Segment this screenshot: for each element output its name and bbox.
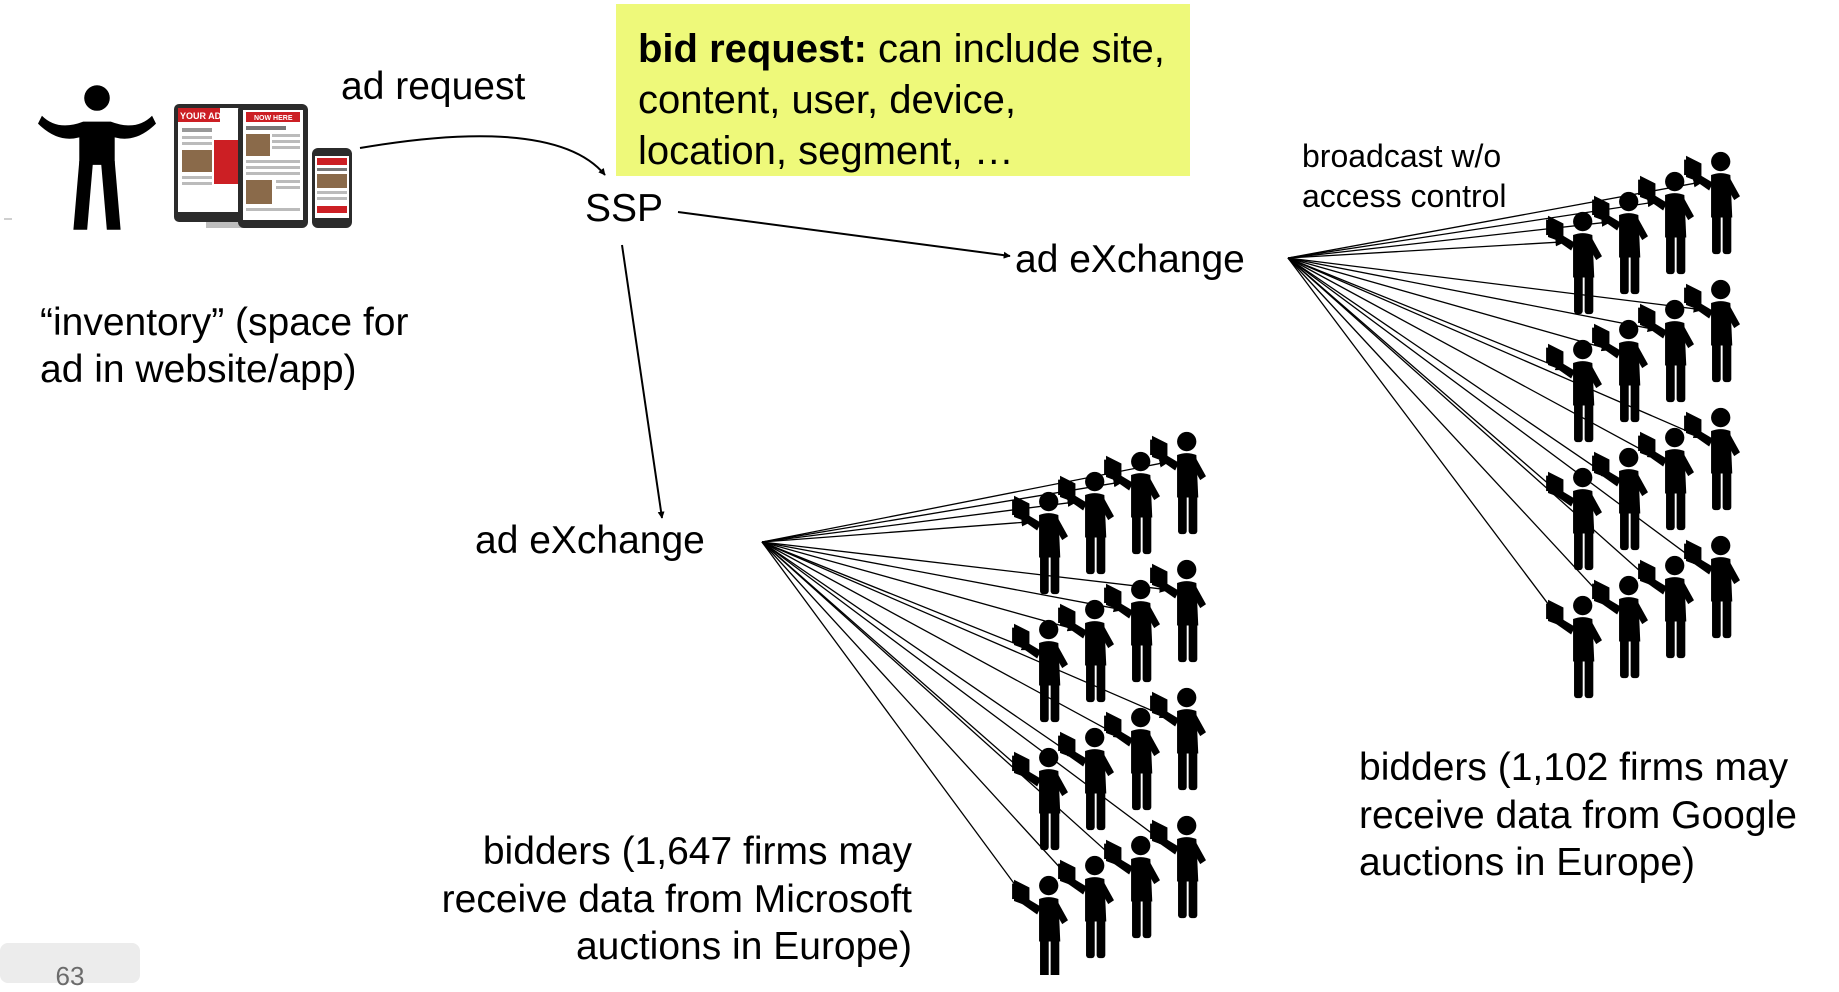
- connector-arrows: [359, 135, 1011, 519]
- page-number: 63: [0, 943, 140, 991]
- broadcast-arrow-5: [761, 541, 1078, 632]
- broadcast-arrow-13: [1287, 257, 1612, 607]
- inventory-label: “inventory” (space for ad in website/app…: [40, 301, 409, 391]
- bidder-icon: [1638, 555, 1694, 659]
- broadcast-arrow-0: [761, 518, 1032, 543]
- devices-icon: YOUR AD NOW HERE: [174, 104, 352, 228]
- broadcast-arrow-14: [761, 541, 1124, 867]
- broadcast-arrow-13: [761, 541, 1078, 887]
- bidders-google-label: bidders (1,102 firms may receive data fr…: [1359, 746, 1797, 885]
- ad-request-label: ad request: [341, 65, 526, 108]
- bidder-icon: [1058, 599, 1114, 703]
- now-here-banner-text: NOW HERE: [254, 115, 293, 122]
- bidder-icon: [1104, 835, 1160, 939]
- bidder-icon: [1104, 707, 1160, 811]
- broadcast-arrow-10: [1287, 257, 1658, 459]
- ssp-to-exchange-right-arrow: [677, 211, 1011, 259]
- bidder-icon: [1546, 339, 1602, 443]
- ad-banner-text: YOUR AD: [180, 111, 222, 121]
- bidder-icon: [1592, 319, 1648, 423]
- bidder-icon: [1684, 535, 1740, 639]
- broadcast-arrow-11: [1287, 257, 1704, 439]
- broadcast-arrow-14: [1287, 257, 1658, 587]
- bidder-icon: [1546, 595, 1602, 699]
- bidder-icon: [1684, 151, 1740, 255]
- bid-request-callout: bid request: can include site, content, …: [616, 4, 1190, 176]
- broadcast-label: broadcast w/o access control: [1302, 138, 1507, 214]
- bidder-icon: [1592, 447, 1648, 551]
- broadcast-arrow-12: [1287, 257, 1566, 627]
- broadcast-arrow-8: [1287, 257, 1566, 499]
- bidder-icon: [1012, 747, 1068, 851]
- broadcast-arrow-9: [761, 541, 1078, 759]
- ad-exchange-right-label: ad eXchange: [1015, 238, 1245, 281]
- bidder-icon: [1104, 451, 1160, 555]
- broadcast-arrows-google: [1287, 179, 1704, 627]
- ssp-to-exchange-left-arrow: [621, 244, 665, 519]
- ssp-label: SSP: [585, 187, 664, 230]
- bid-request-label: bid request:: [638, 27, 867, 71]
- broadcast-arrow-12: [761, 541, 1032, 907]
- broadcast-arrow-5: [1287, 257, 1612, 352]
- broadcast-arrow-10: [761, 541, 1124, 739]
- bidder-icon: [1150, 687, 1206, 791]
- bidder-icon: [1546, 211, 1602, 315]
- broadcast-arrow-7: [761, 541, 1170, 593]
- broadcast-arrow-7: [1287, 257, 1704, 313]
- bidder-icon: [1150, 431, 1206, 535]
- bidder-icon: [1012, 875, 1068, 975]
- broadcast-arrow-8: [761, 541, 1032, 779]
- bidders-google-group: [1546, 151, 1740, 699]
- bidder-icon: [1638, 171, 1694, 275]
- ad-exchange-left-label: ad eXchange: [475, 519, 705, 562]
- bidder-icon: [1638, 427, 1694, 531]
- bidder-icon: [1104, 579, 1160, 683]
- bidder-icon: [1150, 559, 1206, 663]
- bidder-icon: [1592, 575, 1648, 679]
- bidder-icon: [1012, 491, 1068, 595]
- broadcast-arrow-4: [1287, 257, 1566, 371]
- bidder-icon: [1638, 299, 1694, 403]
- bidder-icon: [1058, 855, 1114, 959]
- broadcast-arrow-6: [1287, 257, 1658, 333]
- bidder-icon: [1546, 467, 1602, 571]
- ad-request-arrow: [359, 135, 606, 176]
- slide-marker: [4, 218, 12, 220]
- bidder-icon: [1684, 279, 1740, 383]
- bidders-microsoft-group: [1012, 431, 1206, 975]
- bidders-microsoft-label: bidders (1,647 firms may receive data fr…: [441, 830, 912, 969]
- broadcast-arrow-6: [761, 541, 1124, 613]
- broadcast-arrow-9: [1287, 257, 1612, 479]
- bidder-icon: [1012, 619, 1068, 723]
- user-icon: [38, 85, 156, 230]
- broadcast-arrow-0: [1287, 238, 1566, 259]
- broadcast-arrow-11: [761, 541, 1170, 719]
- bidder-icon: [1684, 407, 1740, 511]
- bidder-icon: [1150, 815, 1206, 919]
- broadcast-arrow-4: [761, 541, 1032, 651]
- bid-request-text: can include site, content, user, device,…: [638, 27, 1165, 174]
